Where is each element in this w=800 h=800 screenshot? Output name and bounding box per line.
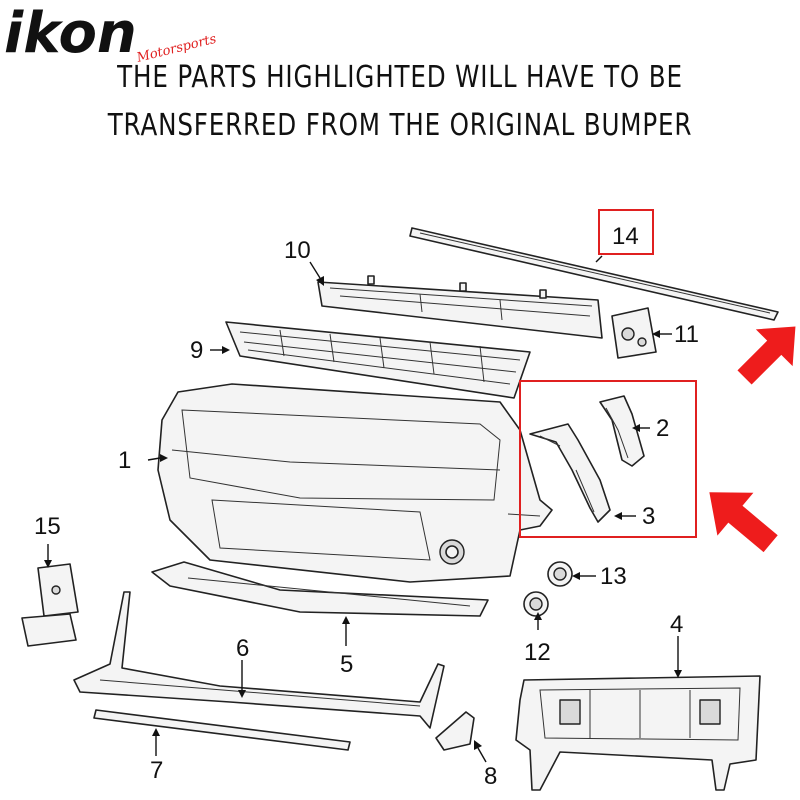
brand-logo: ikon Motorsports <box>4 1 218 66</box>
part-11-bracket <box>611 307 657 359</box>
heading-line-2: TRANSFERRED FROM THE ORIGINAL BUMPER <box>107 108 693 143</box>
part-13-ring <box>547 561 573 587</box>
red-arrow-upper <box>737 326 796 385</box>
part-15-bracket <box>21 563 79 647</box>
callout-3: 3 <box>642 503 655 530</box>
heading-line-1: THE PARTS HIGHLIGHTED WILL HAVE TO BE <box>117 60 683 95</box>
leader-lines <box>44 255 682 763</box>
callout-4: 4 <box>670 611 683 638</box>
callout-5: 5 <box>340 651 353 678</box>
part-14-strip <box>409 227 779 321</box>
highlight-box-14 <box>598 209 654 255</box>
callout-15: 15 <box>34 513 61 540</box>
callout-14: 14 <box>612 223 639 250</box>
part-12-ring <box>523 591 549 617</box>
callout-11: 11 <box>674 321 699 348</box>
callout-6: 6 <box>236 635 249 662</box>
brand-logo-text: ikon <box>4 1 137 66</box>
callout-2: 2 <box>656 415 669 442</box>
highlight-box-2-3 <box>519 380 697 538</box>
part-3-bracket <box>529 423 611 523</box>
part-8-bracket <box>435 711 475 751</box>
part-1-bumper <box>157 383 553 583</box>
part-6-deflector <box>73 591 445 729</box>
callout-13: 13 <box>600 563 627 590</box>
part-9-grille <box>225 321 531 399</box>
brand-tagline: Motorsports <box>134 32 218 67</box>
callout-12: 12 <box>524 639 551 666</box>
red-arrow-lower <box>709 492 778 553</box>
callout-7: 7 <box>150 757 163 784</box>
part-7-strip <box>93 709 351 751</box>
callout-8: 8 <box>484 763 497 790</box>
callout-9: 9 <box>190 337 203 364</box>
callout-1: 1 <box>118 447 131 474</box>
part-2-bracket <box>599 395 645 467</box>
callout-10: 10 <box>284 237 311 264</box>
part-10-bracket <box>317 275 603 339</box>
part-4-support <box>515 675 761 791</box>
part-5-spoiler <box>151 561 489 617</box>
